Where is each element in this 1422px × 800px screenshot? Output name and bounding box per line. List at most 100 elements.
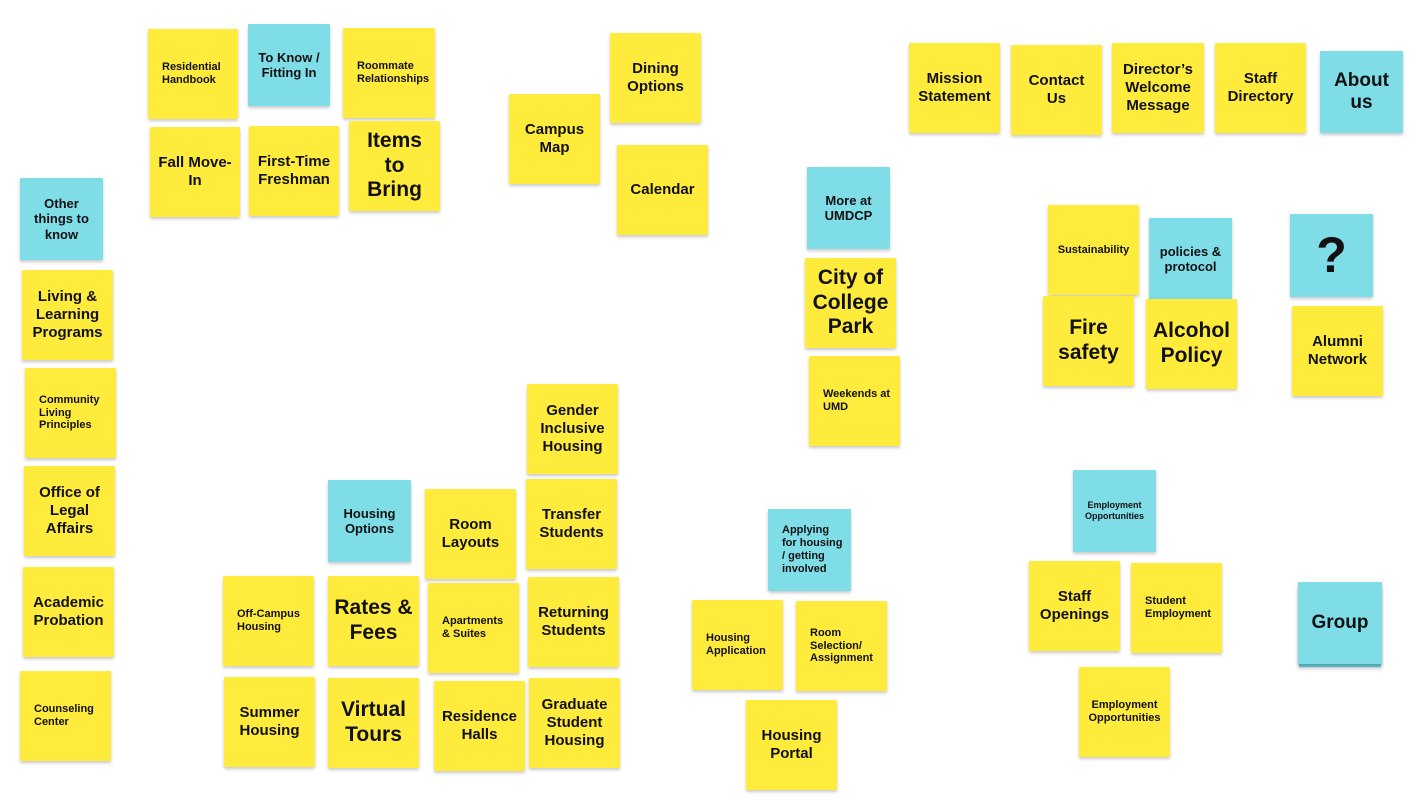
note-label: Calendar: [630, 181, 695, 199]
note-to-know-fitting-in[interactable]: To Know / Fitting In: [248, 24, 330, 106]
note-label: Housing Options: [343, 505, 396, 536]
note-alumni-network[interactable]: Alumni Network: [1292, 306, 1383, 396]
note-applying-for-housing[interactable]: Applying for housing / getting involved: [768, 509, 851, 591]
note-housing-application[interactable]: Housing Application: [692, 600, 783, 690]
note-label: Gender Inclusive Housing: [540, 402, 605, 455]
note-student-employment[interactable]: Student Employment: [1131, 563, 1222, 653]
note-contact-us[interactable]: Contact Us: [1011, 45, 1102, 135]
note-label: policies & protocol: [1159, 243, 1222, 274]
note-label: Room Layouts: [441, 516, 500, 551]
note-mission-statement[interactable]: Mission Statement: [909, 43, 1000, 133]
note-apartments-suites[interactable]: Apartments & Suites: [428, 583, 519, 673]
note-living-learning-programs[interactable]: Living & Learning Programs: [22, 270, 113, 360]
note-label: Residence Halls: [441, 708, 518, 743]
note-academic-probation[interactable]: Academic Probation: [23, 567, 114, 657]
note-staff-directory[interactable]: Staff Directory: [1215, 43, 1306, 133]
note-room-layouts[interactable]: Room Layouts: [425, 489, 516, 579]
note-label: More at UMDCP: [824, 192, 873, 223]
note-label: Applying for housing / getting involved: [782, 524, 843, 575]
note-label: Weekends at UMD: [823, 388, 891, 413]
note-counseling-center[interactable]: Counseling Center: [20, 671, 111, 761]
note-label: Transfer Students: [539, 506, 604, 541]
note-label: Dining Options: [627, 60, 684, 95]
note-office-of-legal-affairs[interactable]: Office of Legal Affairs: [24, 466, 115, 556]
note-rates-fees[interactable]: Rates & Fees: [328, 576, 419, 666]
note-label: Apartments & Suites: [442, 615, 504, 640]
note-label: Housing Portal: [761, 727, 822, 762]
note-community-living-principles[interactable]: Community Living Principles: [25, 368, 116, 458]
note-label: ?: [1316, 227, 1347, 283]
note-label: Housing Application: [706, 632, 766, 657]
note-label: Rates & Fees: [334, 596, 413, 644]
note-calendar[interactable]: Calendar: [617, 145, 708, 235]
note-room-selection-assignment[interactable]: Room Selection/ Assignment: [796, 601, 887, 691]
note-label: Group: [1311, 611, 1369, 633]
note-label: About us: [1334, 69, 1389, 113]
note-label: Fire safety: [1058, 316, 1119, 364]
note-label: Employment Opportunities: [1085, 500, 1144, 521]
note-label: Other things to know: [34, 196, 89, 242]
note-transfer-students[interactable]: Transfer Students: [526, 479, 617, 569]
note-city-of-college-park[interactable]: City of College Park: [805, 258, 896, 348]
note-label: Counseling Center: [34, 703, 94, 728]
note-label: Alumni Network: [1307, 333, 1368, 368]
note-housing-options[interactable]: Housing Options: [328, 480, 411, 562]
note-more-at-umdcp[interactable]: More at UMDCP: [807, 167, 890, 249]
note-fire-safety[interactable]: Fire safety: [1043, 296, 1134, 386]
note-alcohol-policy[interactable]: Alcohol Policy: [1146, 299, 1237, 389]
note-campus-map[interactable]: Campus Map: [509, 94, 600, 184]
note-label: Student Employment: [1145, 595, 1212, 620]
note-group[interactable]: Group: [1298, 582, 1382, 664]
note-label: Graduate Student Housing: [541, 696, 608, 749]
note-dining-options[interactable]: Dining Options: [610, 33, 701, 123]
note-about-us[interactable]: About us: [1320, 51, 1403, 133]
note-label: Director’s Welcome Message: [1122, 61, 1194, 114]
note-label: Off-Campus Housing: [237, 608, 300, 633]
note-virtual-tours[interactable]: Virtual Tours: [328, 678, 419, 768]
note-label: To Know / Fitting In: [258, 49, 320, 80]
note-employment-opportunities-blue[interactable]: Employment Opportunities: [1073, 470, 1156, 552]
note-label: Campus Map: [524, 121, 585, 156]
note-label: Staff Directory: [1227, 70, 1294, 105]
note-label: Virtual Tours: [341, 698, 406, 746]
note-label: City of College Park: [812, 265, 889, 339]
note-residence-halls[interactable]: Residence Halls: [434, 681, 525, 771]
note-label: Community Living Principles: [39, 393, 100, 432]
note-label: Academic Probation: [33, 594, 104, 629]
note-label: Contact Us: [1028, 72, 1085, 107]
note-label: Sustainability: [1057, 243, 1130, 256]
note-residential-handbook[interactable]: Residential Handbook: [148, 29, 238, 119]
note-off-campus-housing[interactable]: Off-Campus Housing: [223, 576, 314, 666]
note-label: Mission Statement: [918, 70, 991, 105]
note-label: Summer Housing: [239, 704, 300, 739]
note-label: Room Selection/ Assignment: [810, 626, 873, 665]
note-gender-inclusive-housing[interactable]: Gender Inclusive Housing: [527, 384, 618, 474]
note-label: Alcohol Policy: [1153, 319, 1230, 367]
note-other-things-to-know[interactable]: Other things to know: [20, 178, 103, 260]
note-label: Items to Bring: [367, 128, 422, 202]
note-graduate-student-housing[interactable]: Graduate Student Housing: [529, 678, 620, 768]
note-staff-openings[interactable]: Staff Openings: [1029, 561, 1120, 651]
note-label: Office of Legal Affairs: [39, 484, 100, 537]
note-fall-move-in[interactable]: Fall Move-In: [150, 127, 240, 217]
note-directors-welcome-message[interactable]: Director’s Welcome Message: [1112, 43, 1204, 133]
note-housing-portal[interactable]: Housing Portal: [746, 700, 837, 790]
note-returning-students[interactable]: Returning Students: [528, 577, 619, 667]
note-items-to-bring[interactable]: Items to Bring: [349, 121, 440, 211]
note-sustainability[interactable]: Sustainability: [1048, 205, 1139, 295]
note-question-mark[interactable]: ?: [1290, 214, 1373, 297]
note-label: Fall Move-In: [158, 154, 232, 189]
note-label: First-Time Freshman: [257, 153, 331, 188]
note-weekends-at-umd[interactable]: Weekends at UMD: [809, 356, 900, 446]
note-label: Residential Handbook: [162, 61, 221, 86]
note-employment-opportunities-yellow[interactable]: Employment Opportunities: [1079, 667, 1170, 757]
note-summer-housing[interactable]: Summer Housing: [224, 677, 315, 767]
note-label: Returning Students: [538, 604, 609, 639]
note-label: Employment Opportunities: [1088, 699, 1161, 724]
note-label: Staff Openings: [1039, 588, 1110, 623]
note-first-time-freshman[interactable]: First-Time Freshman: [249, 126, 339, 216]
note-label: Roommate Relationships: [357, 60, 430, 85]
note-roommate-relationships[interactable]: Roommate Relationships: [343, 28, 435, 118]
note-policies-protocol[interactable]: policies & protocol: [1149, 218, 1232, 300]
